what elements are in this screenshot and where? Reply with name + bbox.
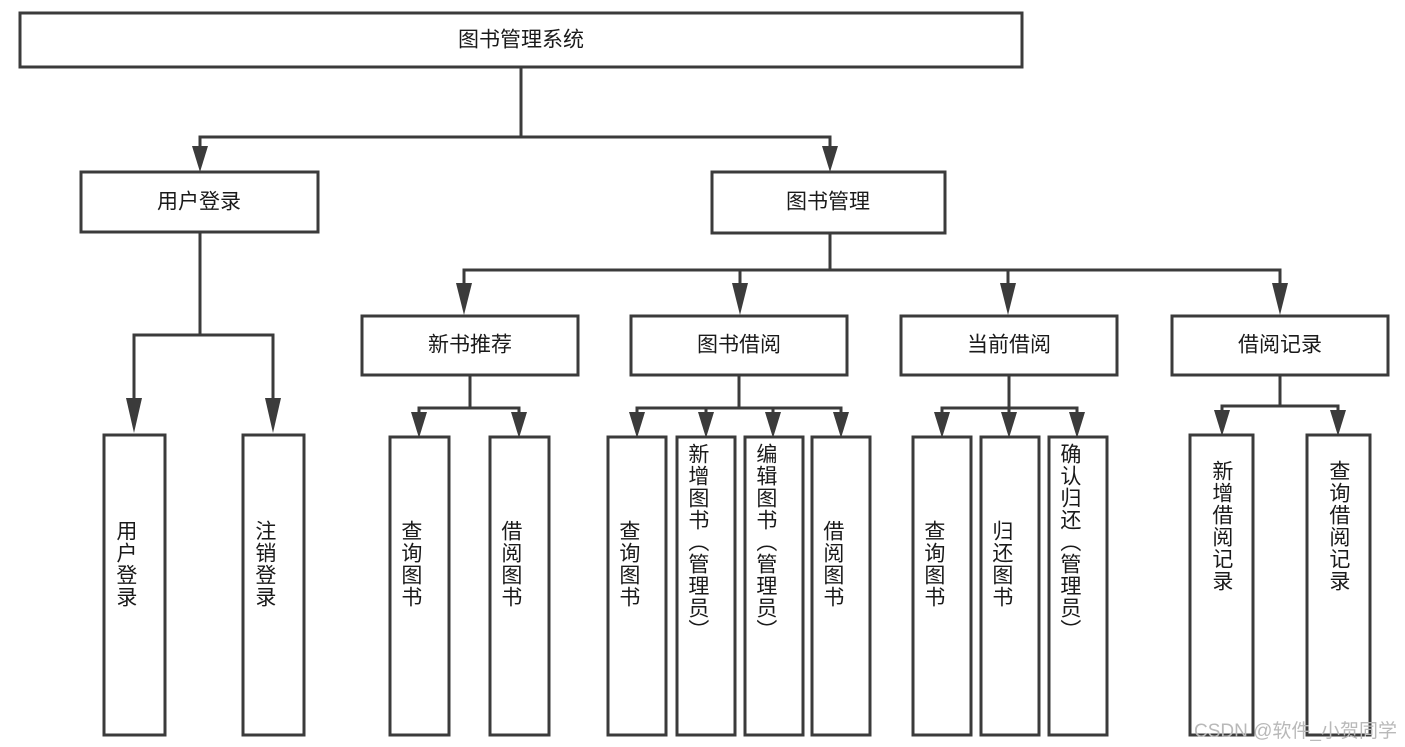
leaf-label-return-book: 归还图书	[989, 520, 1013, 608]
leaf-label-borrow-book-1: 借阅图书	[498, 520, 522, 608]
node-borrow-record[interactable]: 借阅记录	[1170, 314, 1390, 377]
leaf-label-add-book: 新增图书（管理员）	[685, 443, 709, 641]
arrow-head-leaf-borrow-book-1	[511, 412, 527, 438]
arrow-head-borrow-record	[1272, 283, 1288, 315]
leaf-label-add-record: 新增借阅记录	[1209, 460, 1233, 592]
arrow-head-leaf-return-book	[1001, 412, 1017, 438]
node-book-management-label: 图书管理	[786, 191, 870, 214]
arrow-head-leaf-query-record	[1330, 410, 1346, 436]
node-leaf-borrow-book-1-box[interactable]	[488, 435, 551, 737]
node-borrow-record-label: 借阅记录	[1238, 334, 1322, 357]
node-user-login[interactable]: 用户登录	[79, 170, 320, 234]
node-book-management-box[interactable]	[710, 170, 947, 235]
leaf-label-query-record: 查询借阅记录	[1326, 460, 1350, 592]
arrow-head-leaf-query-book-2	[629, 412, 645, 438]
node-leaf-query-book-2-box[interactable]	[606, 435, 668, 737]
node-user-login-label: 用户登录	[157, 191, 241, 214]
node-book-borrow[interactable]: 图书借阅	[629, 314, 849, 377]
arrow-head-new-book-recommend	[456, 283, 472, 315]
leaf-label-user-login: 用户登录	[113, 520, 137, 608]
leaf-label-user-logout: 注销登录	[252, 520, 276, 608]
node-leaf-return-book-box[interactable]	[979, 435, 1041, 737]
node-new-book-recommend[interactable]: 新书推荐	[360, 314, 580, 377]
node-leaf-confirm-return-box[interactable]	[1047, 435, 1109, 737]
node-leaf-user-logout-box[interactable]	[241, 433, 306, 737]
arrow-head-leaf-user-logout	[265, 398, 281, 433]
node-book-borrow-box[interactable]	[629, 314, 849, 377]
connector-layer	[126, 65, 1346, 438]
node-leaf-add-book-box[interactable]	[675, 435, 737, 737]
leaf-label-query-book-2: 查询图书	[616, 520, 640, 608]
node-leaf-add-record-box[interactable]	[1188, 433, 1255, 737]
node-root-box[interactable]	[18, 11, 1024, 69]
node-layer: 图书管理系统 用户登录 图书管理 新书推荐 图书借阅	[18, 11, 1390, 737]
node-current-borrow-label: 当前借阅	[967, 334, 1051, 357]
leaf-label-borrow-book-2: 借阅图书	[820, 520, 844, 608]
node-borrow-record-box[interactable]	[1170, 314, 1390, 377]
node-user-login-box[interactable]	[79, 170, 320, 234]
node-current-borrow-box[interactable]	[899, 314, 1119, 377]
leaf-label-confirm-return: 确认归还（管理员）	[1057, 443, 1081, 641]
arrow-head-book-management	[822, 146, 838, 172]
watermark-text: CSDN @软件_小贺同学	[1194, 721, 1397, 742]
arrow-head-leaf-add-record	[1214, 410, 1230, 436]
leaf-label-query-book-3: 查询图书	[921, 520, 945, 608]
node-new-book-recommend-box[interactable]	[360, 314, 580, 377]
arrow-head-user-login	[192, 146, 208, 172]
node-current-borrow[interactable]: 当前借阅	[899, 314, 1119, 377]
node-book-management[interactable]: 图书管理	[710, 170, 947, 235]
arrow-head-current-borrow	[1000, 283, 1016, 315]
leaf-label-query-book-1: 查询图书	[398, 520, 422, 608]
arrow-head-leaf-borrow-book-2	[833, 412, 849, 438]
node-leaf-query-book-3-box[interactable]	[911, 435, 973, 737]
node-root[interactable]: 图书管理系统	[18, 11, 1024, 69]
arrow-head-leaf-query-book-1	[411, 412, 427, 438]
arrow-head-leaf-user-login	[126, 398, 142, 433]
node-root-label: 图书管理系统	[458, 29, 584, 52]
node-leaf-query-record-box[interactable]	[1305, 433, 1372, 737]
arrow-head-book-borrow	[732, 283, 748, 315]
arrow-head-leaf-add-book	[698, 412, 714, 438]
node-book-borrow-label: 图书借阅	[697, 334, 781, 357]
arrow-head-leaf-confirm-return	[1069, 412, 1085, 438]
node-leaf-query-book-1-box[interactable]	[388, 435, 451, 737]
arrow-head-leaf-query-book-3	[934, 412, 950, 438]
node-new-book-recommend-label: 新书推荐	[428, 334, 512, 357]
arrow-head-leaf-edit-book	[765, 412, 781, 438]
node-leaf-user-login-box[interactable]	[102, 433, 167, 737]
node-leaf-borrow-book-2-box[interactable]	[810, 435, 872, 737]
leaf-label-edit-book: 编辑图书（管理员）	[753, 443, 777, 641]
node-leaf-edit-book-box[interactable]	[743, 435, 805, 737]
